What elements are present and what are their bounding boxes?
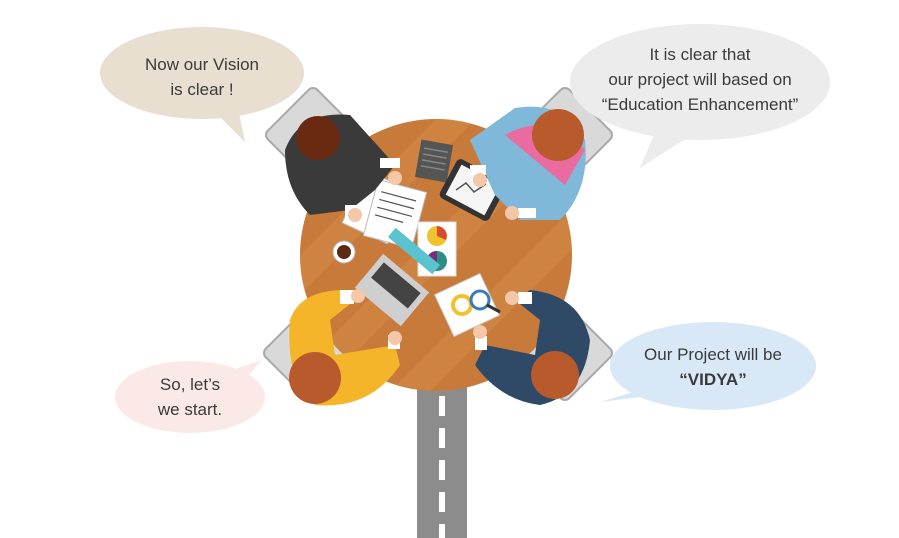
person-top-right [470,106,586,220]
speech-text-bottom-right: Our Project will be “VIDYA” [620,342,806,392]
person-top-left [285,114,402,223]
speech-line: It is clear that [649,45,751,64]
speech-line: Our Project will be [644,345,782,364]
laptop-icon [354,227,441,327]
speech-line: So, let’s [159,375,221,394]
speech-line: Now our Vision [144,55,260,74]
speech-text-top-right: It is clear that our project will based … [580,42,820,117]
speech-line: is clear ! [170,80,234,99]
speech-line: “Education Enhancement” [601,95,799,114]
speech-bubble-bottom-left [115,360,265,433]
person-bottom-left [289,289,402,406]
speech-line: our project will based on [608,70,792,89]
project-name: “VIDYA” [679,370,747,389]
speech-bubble-top-left [100,27,304,142]
speech-text-top-left: Now our Vision is clear ! [112,52,292,102]
coffee-cup-icon [332,240,356,264]
road-markings [439,396,445,538]
magnifier-icon [433,272,501,338]
notebook-icon [414,139,454,183]
speech-bubble-bottom-right [600,322,816,410]
speech-line: we start. [157,400,223,419]
speech-text-bottom-left: So, let’s we start. [130,372,250,422]
speech-bubble-top-right [570,24,830,168]
person-bottom-right [473,290,590,405]
road [417,380,467,538]
